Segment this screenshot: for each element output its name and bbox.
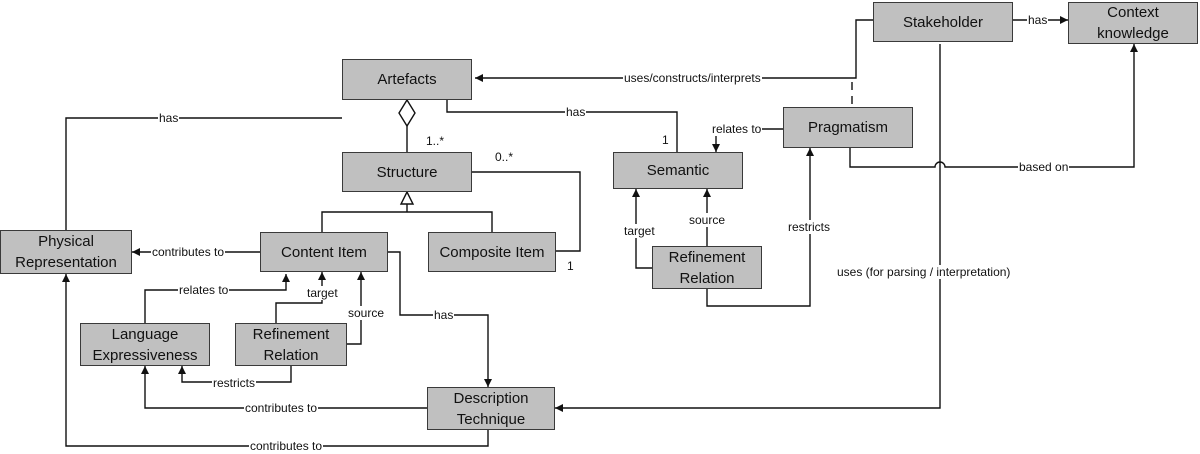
label-has-artefacts-physical: has	[158, 111, 180, 125]
edge-generalization-branches	[321, 211, 493, 232]
label-source-left: source	[347, 306, 386, 320]
node-pragmatism[interactable]: Pragmatism	[783, 107, 913, 148]
edge-refinement-left-source	[347, 272, 365, 345]
multiplicity-structure-1-many: 1..*	[426, 134, 445, 148]
edge-content-description	[388, 251, 492, 387]
label-restricts-pragmatism: restricts	[787, 220, 831, 234]
edge-structure-composite	[472, 171, 581, 252]
label-source-right: source	[688, 213, 727, 227]
edge-refinement-right-target	[632, 189, 652, 269]
label-based-on: based on	[1018, 160, 1070, 174]
label-contributes-to-content: contributes to	[151, 245, 226, 259]
multiplicity-composite-0-many: 0..*	[495, 150, 514, 164]
node-refinement-relation-right[interactable]: Refinement Relation	[652, 246, 762, 289]
node-structure[interactable]: Structure	[342, 152, 472, 192]
generalization-triangle	[399, 190, 415, 205]
node-context-knowledge[interactable]: Context knowledge	[1068, 2, 1198, 44]
edge-pragmatism-context	[849, 44, 1138, 168]
edge-stakeholder-artefacts	[475, 19, 873, 82]
node-composite-item[interactable]: Composite Item	[428, 232, 556, 272]
label-has-content-description: has	[433, 308, 455, 322]
label-contributes-to-language: contributes to	[244, 401, 319, 415]
label-uses-parsing: uses (for parsing / interpretation)	[836, 265, 1012, 279]
edge-description-language	[141, 366, 427, 409]
label-restricts-language: restricts	[212, 376, 256, 390]
node-semantic[interactable]: Semantic	[613, 152, 743, 189]
node-description-technique[interactable]: Description Technique	[427, 387, 555, 430]
node-artefacts[interactable]: Artefacts	[342, 59, 472, 100]
label-contributes-to-physical: contributes to	[249, 439, 324, 453]
node-stakeholder[interactable]: Stakeholder	[873, 2, 1013, 42]
node-content-item[interactable]: Content Item	[260, 232, 388, 272]
multiplicity-semantic-1: 1	[662, 133, 669, 147]
edge-language-content	[144, 274, 290, 323]
edge-artefacts-physical	[65, 117, 342, 230]
label-has-artefacts-semantic: has	[565, 105, 587, 119]
label-uses-constructs-interprets: uses/constructs/interprets	[623, 71, 762, 85]
node-physical-representation[interactable]: Physical Representation	[0, 230, 132, 274]
multiplicity-composite-1: 1	[567, 259, 574, 273]
label-has-stakeholder-context: has	[1027, 13, 1049, 27]
label-relates-to-language: relates to	[178, 283, 230, 297]
composition-diamond	[398, 98, 416, 128]
label-target-right: target	[623, 224, 656, 238]
label-target-left: target	[306, 286, 339, 300]
node-refinement-relation-left[interactable]: Refinement Relation	[235, 323, 347, 366]
node-language-expressiveness[interactable]: Language Expressiveness	[80, 323, 210, 366]
label-relates-to-pragmatism: relates to	[711, 122, 763, 136]
edge-stakeholder-description	[555, 44, 941, 412]
edge-artefacts-semantic	[446, 99, 678, 152]
